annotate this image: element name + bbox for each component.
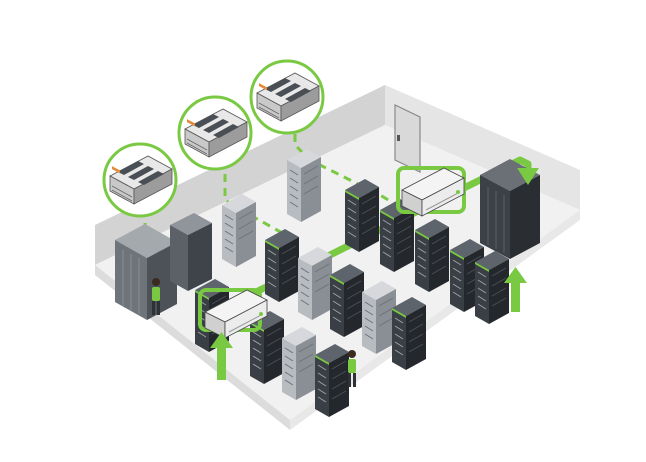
callout-server-3 — [249, 59, 325, 135]
cooling-unit-right — [396, 166, 466, 217]
callout-server-1 — [102, 142, 178, 218]
cooling-unit-left — [198, 288, 268, 339]
door-icon — [394, 104, 421, 173]
back-rack-cluster — [115, 148, 540, 320]
technician-icon — [152, 278, 160, 315]
technician-icon — [348, 350, 356, 387]
airflow-arrow-up-right — [504, 267, 527, 312]
airflow-arrow-up-left — [210, 332, 233, 380]
callout-server-2 — [177, 95, 253, 171]
airflow-arrow-down — [517, 168, 539, 185]
